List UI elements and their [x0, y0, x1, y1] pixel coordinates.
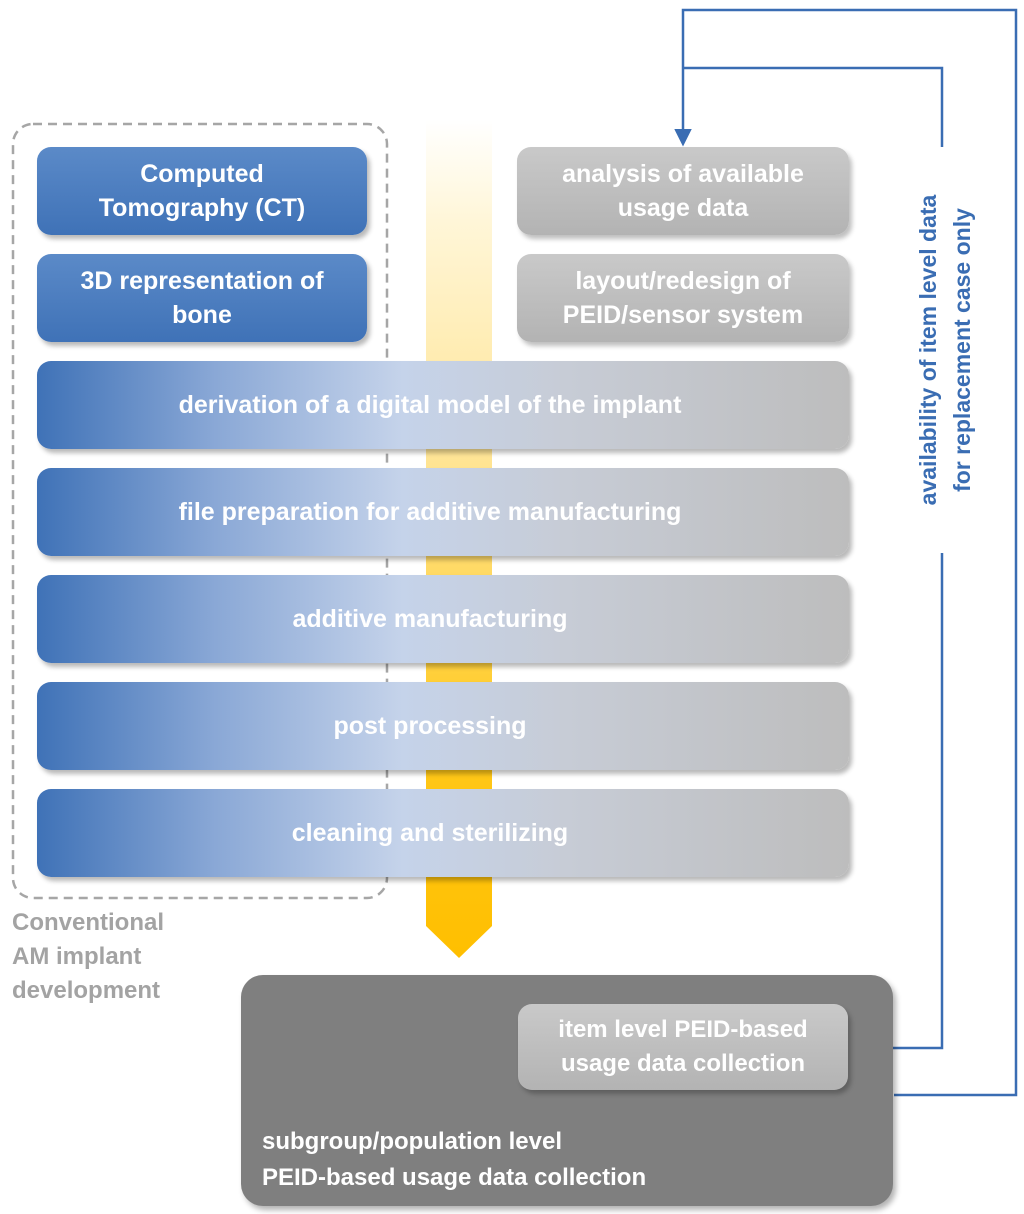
- usage-analysis-line-2: usage data: [617, 194, 749, 222]
- feedback-label: availability of item level data for repl…: [905, 147, 985, 553]
- band-file-preparation-label: file preparation for additive manufactur…: [178, 498, 682, 526]
- item-level-box: item level PEID-based usage data collect…: [518, 1004, 848, 1090]
- conventional-group-border: [11, 122, 389, 900]
- item-data-connector-line: [848, 553, 944, 1050]
- conventional-caption-line-1: Conventional: [12, 909, 165, 936]
- population-level-label: subgroup/population level PEID-based usa…: [262, 1124, 882, 1196]
- bone-box-line-1: 3D representation of: [80, 267, 324, 295]
- ct-box-line-1: Computed: [140, 160, 264, 188]
- item-level-line-2: usage data collection: [560, 1050, 806, 1077]
- feedback-loop-line: [674, 8, 1018, 1097]
- bone-box-line-2: bone: [172, 301, 232, 329]
- band-cleaning-sterilizing-label: cleaning and sterilizing: [291, 819, 569, 847]
- ct-box: Computed Tomography (CT): [37, 147, 367, 235]
- band-digital-model: derivation of a digital model of the imp…: [37, 361, 849, 449]
- band-post-processing: post processing: [37, 682, 849, 770]
- bone-representation-box: 3D representation of bone: [37, 254, 367, 342]
- population-level-line-1: subgroup/population level: [262, 1128, 562, 1155]
- conventional-caption-line-2: AM implant: [12, 943, 142, 970]
- conventional-caption: Conventional AM implant development: [12, 906, 232, 1008]
- conventional-caption-line-3: development: [12, 977, 161, 1004]
- feedback-label-line-2: for replacement case only: [949, 208, 975, 492]
- ct-box-line-2: Tomography (CT): [98, 194, 306, 222]
- sensor-redesign-line-1: layout/redesign of: [575, 267, 791, 295]
- item-data-upper-line: [683, 66, 944, 147]
- sensor-redesign-line-2: PEID/sensor system: [562, 301, 804, 329]
- band-digital-model-label: derivation of a digital model of the imp…: [178, 391, 682, 419]
- band-post-processing-label: post processing: [333, 712, 527, 740]
- item-level-line-1: item level PEID-based: [558, 1016, 808, 1043]
- band-additive-manufacturing: additive manufacturing: [37, 575, 849, 663]
- band-file-preparation: file preparation for additive manufactur…: [37, 468, 849, 556]
- band-additive-manufacturing-label: additive manufacturing: [292, 605, 568, 633]
- sensor-redesign-box: layout/redesign of PEID/sensor system: [517, 254, 849, 342]
- population-level-line-2: PEID-based usage data collection: [262, 1164, 647, 1191]
- usage-analysis-line-1: analysis of available: [562, 160, 804, 188]
- usage-analysis-box: analysis of available usage data: [517, 147, 849, 235]
- band-cleaning-sterilizing: cleaning and sterilizing: [37, 789, 849, 877]
- feedback-label-line-1: availability of item level data: [915, 194, 941, 506]
